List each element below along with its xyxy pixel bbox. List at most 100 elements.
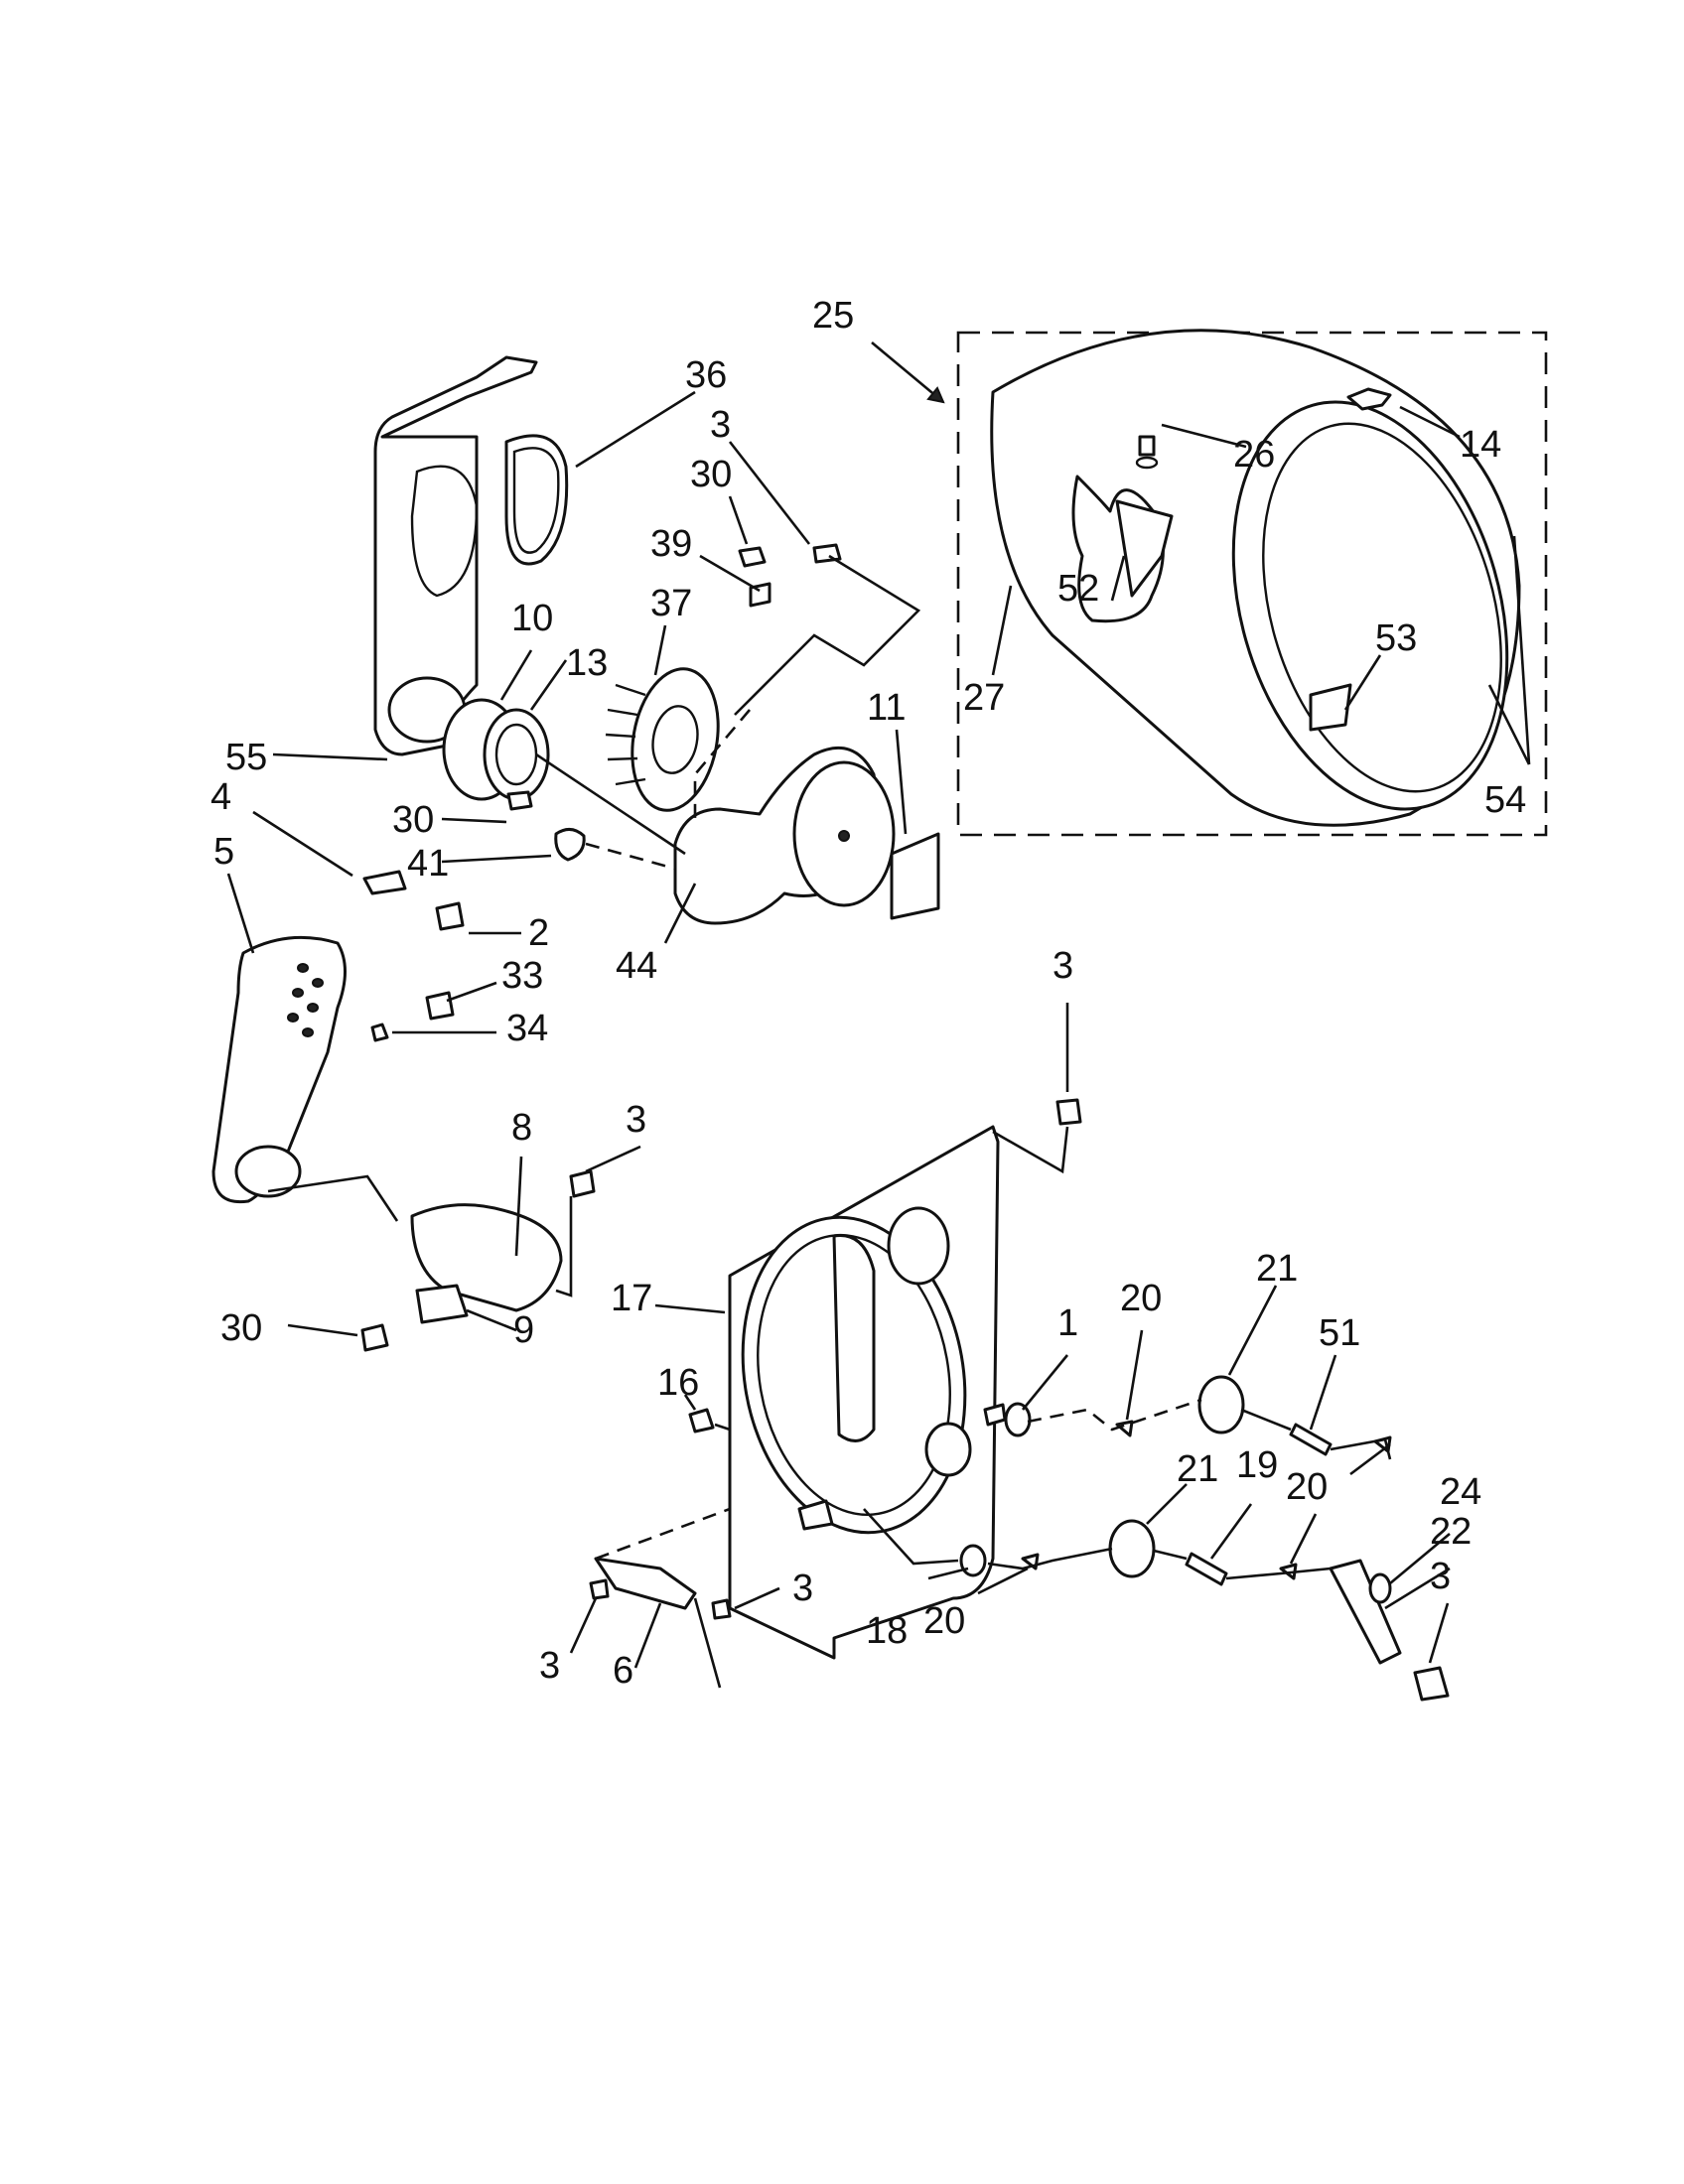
leader-26 — [1161, 423, 1247, 449]
callout-13: 13 — [566, 642, 608, 684]
callout-21-b: 21 — [1177, 1448, 1218, 1490]
leader-53 — [1343, 654, 1382, 711]
front-bracket-group — [569, 1507, 780, 1689]
bracket-6 — [594, 1557, 697, 1610]
leader-39 — [699, 554, 761, 593]
washer-1 — [1004, 1402, 1032, 1437]
front-bulkhead-group — [252, 355, 940, 944]
leader-27 — [991, 585, 1013, 676]
rear-panel-ring-inner — [757, 1233, 951, 1517]
callout-52: 52 — [1057, 568, 1099, 610]
dash-front-bracket — [595, 1507, 731, 1561]
roller-21-a — [1197, 1375, 1245, 1434]
roller-21-b — [1108, 1519, 1156, 1578]
dash-upper-roller — [1027, 1398, 1202, 1432]
front-panel-opening — [410, 465, 479, 598]
callout-17: 17 — [611, 1278, 652, 1319]
callout-21-a: 21 — [1256, 1248, 1298, 1290]
leader-13 — [529, 659, 568, 711]
screw-3-heater — [569, 1169, 596, 1198]
drum-assembly-group — [871, 329, 1548, 837]
callout-3-front: 3 — [792, 1568, 813, 1609]
callout-39: 39 — [650, 523, 692, 565]
leader-3-front — [734, 1586, 780, 1610]
guide-21a-51 — [1240, 1408, 1292, 1432]
bracket-22 — [1329, 1559, 1402, 1665]
guide-lower-b — [987, 1547, 1113, 1570]
leader-21-a — [1227, 1285, 1278, 1376]
callout-55: 55 — [225, 737, 267, 778]
callout-20-c: 20 — [923, 1600, 965, 1642]
screw-3-bkt — [1055, 1098, 1082, 1126]
callout-5: 5 — [213, 831, 234, 873]
heater-8 — [410, 1203, 563, 1312]
drum-baffle-52 — [1115, 499, 1174, 598]
nut-16 — [688, 1408, 715, 1433]
callout-41: 41 — [407, 843, 449, 885]
callout-labels: 25 36 3 30 39 37 10 13 11 55 4 30 41 2 5… — [210, 295, 1526, 1692]
callout-44: 44 — [616, 945, 657, 987]
callout-3-heater: 3 — [626, 1099, 646, 1141]
leader-16 — [683, 1394, 697, 1411]
leader-33 — [446, 981, 497, 1003]
callout-6: 6 — [613, 1650, 633, 1692]
leader-1 — [1021, 1354, 1069, 1411]
blower-wheel-37 — [605, 667, 720, 812]
clip-14 — [1346, 387, 1392, 411]
leader-22 — [1384, 1567, 1451, 1610]
rear-panel-bracket — [983, 1403, 1007, 1427]
callout-4: 4 — [210, 776, 231, 818]
leader-3-heater — [585, 1145, 641, 1173]
leader-20-c — [977, 1567, 1029, 1595]
leader-19 — [1209, 1503, 1253, 1560]
arrow-25 — [926, 386, 945, 404]
callout-24: 24 — [1440, 1471, 1481, 1513]
callout-3-bkt: 3 — [1052, 945, 1073, 987]
callout-14: 14 — [1460, 424, 1501, 466]
callout-3-right: 3 — [1430, 1556, 1451, 1597]
leader-37 — [653, 624, 667, 676]
callout-9: 9 — [513, 1309, 534, 1351]
leader-17 — [654, 1303, 726, 1314]
callout-25: 25 — [812, 295, 854, 337]
leader-30-top — [728, 495, 749, 545]
screw-30-low — [360, 1323, 389, 1352]
guide-heater-a — [267, 1174, 399, 1222]
shaft-19 — [1185, 1552, 1228, 1586]
leader-3-top — [728, 441, 811, 545]
screw-2 — [435, 901, 465, 931]
guide-line-upper — [734, 554, 921, 716]
leader-25 — [871, 341, 944, 403]
callout-27: 27 — [963, 677, 1005, 719]
callout-8: 8 — [511, 1107, 532, 1149]
callout-16: 16 — [657, 1362, 699, 1404]
callout-20-a: 20 — [1120, 1278, 1162, 1319]
leader-6 — [633, 1602, 662, 1669]
blower-housing-group — [211, 873, 641, 1352]
bracket-9 — [415, 1284, 469, 1324]
rear-panel-hole — [924, 1422, 972, 1477]
guide-bkt — [992, 1126, 1069, 1174]
guide-lower-a — [863, 1508, 959, 1566]
leader-54b — [1512, 535, 1531, 765]
callout-53: 53 — [1375, 617, 1417, 659]
callout-3-top: 3 — [710, 404, 731, 446]
drum-assembly-dashed-box — [956, 331, 1548, 837]
washer-24 — [1368, 1572, 1392, 1604]
guide-dash-b — [585, 842, 676, 871]
callout-11: 11 — [867, 687, 906, 729]
leader-11 — [895, 729, 908, 835]
callout-10: 10 — [511, 598, 553, 639]
leader-41 — [441, 854, 552, 864]
leader-3-right — [1428, 1602, 1450, 1664]
leader-36 — [575, 390, 696, 469]
guide-front-bracket — [693, 1597, 722, 1689]
shaft-51 — [1289, 1423, 1333, 1456]
screw-26-washer — [1135, 456, 1159, 470]
leader-44 — [663, 883, 697, 944]
label-11 — [890, 832, 940, 920]
leader-30-low — [287, 1323, 358, 1337]
bearing-13 — [483, 708, 550, 801]
front-panel-55 — [373, 355, 538, 756]
